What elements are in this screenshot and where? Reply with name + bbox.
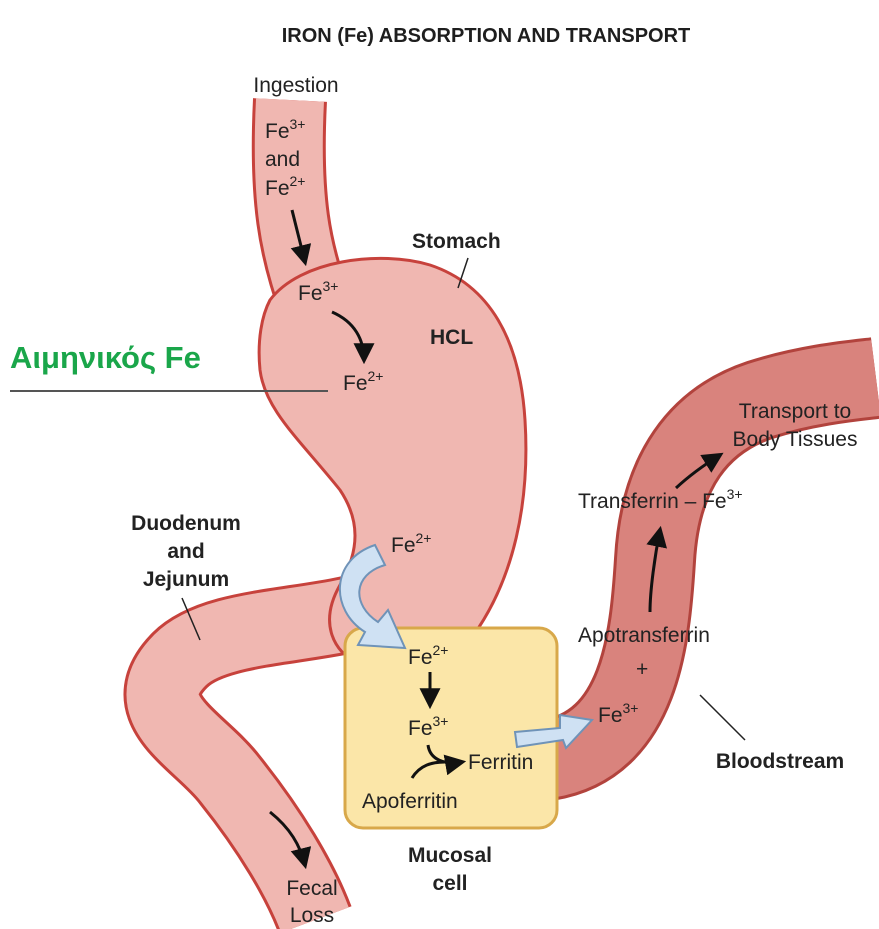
fecal-loss-label-2: Loss — [290, 904, 334, 927]
transferrin-label: Transferrin – Fe3+ — [578, 486, 743, 513]
bloodstream-pointer — [700, 695, 745, 740]
apoferritin-label: Apoferritin — [362, 790, 458, 813]
bloodstream-label: Bloodstream — [716, 750, 844, 773]
mucosal-cell-label: Mucosal — [408, 844, 492, 867]
body-tissues-label: Body Tissues — [733, 428, 858, 451]
fecal-loss-label: Fecal — [286, 877, 337, 900]
jejunum-label: Jejunum — [143, 568, 229, 591]
transport-label: Transport to — [739, 400, 851, 423]
hcl-label: HCL — [430, 326, 473, 349]
heme-iron-annotation: Αιμηνικός Fe — [10, 340, 201, 376]
annotation-underline — [10, 390, 328, 392]
plus-label: + — [636, 658, 648, 681]
duodenum-label: Duodenum — [131, 512, 241, 535]
duodenum-and-label: and — [167, 540, 204, 563]
stomach-label: Stomach — [412, 230, 501, 253]
ferritin-label: Ferritin — [468, 751, 533, 774]
ingestion-label: Ingestion — [253, 74, 338, 97]
and-label: and — [265, 148, 300, 171]
diagram-title: IRON (Fe) ABSORPTION AND TRANSPORT — [282, 25, 691, 47]
apotransferrin-label: Apotransferrin — [578, 624, 710, 647]
mucosal-cell-label-2: cell — [432, 872, 467, 895]
